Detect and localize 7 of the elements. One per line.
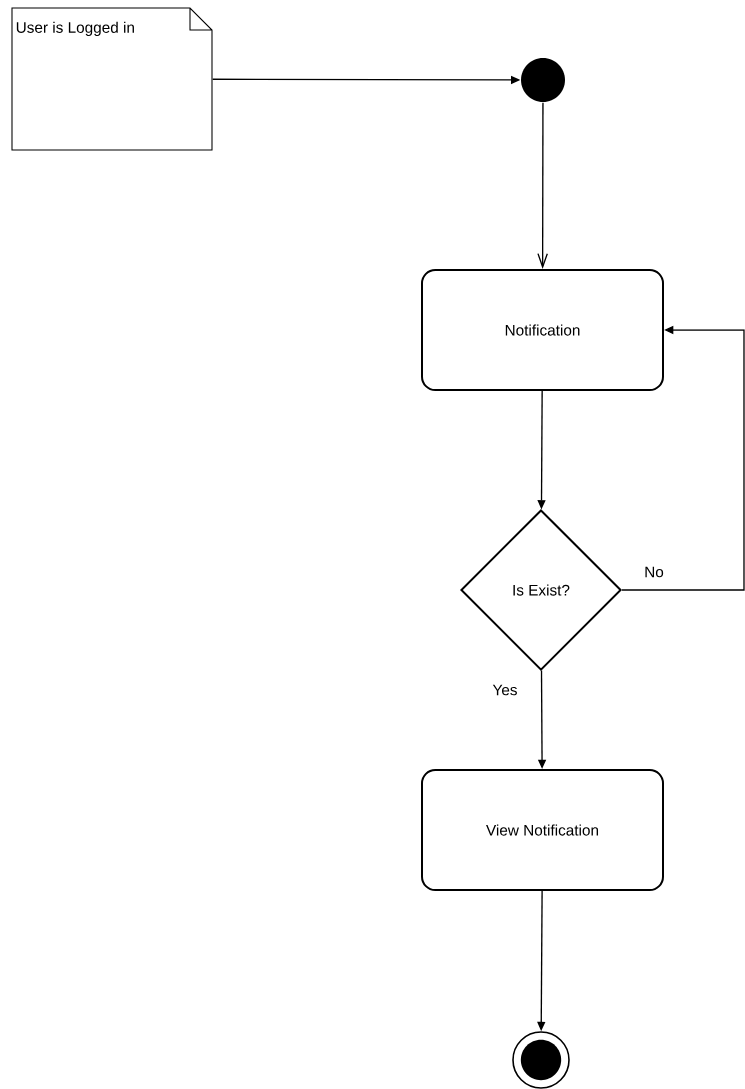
action-box: View Notification [421, 769, 664, 891]
edge-label: No [642, 565, 666, 579]
edge-label: Yes [491, 683, 519, 697]
final-node [512, 1031, 570, 1089]
initial-node [521, 58, 565, 102]
arrow [537, 102, 548, 269]
action-box: Notification [421, 269, 664, 391]
